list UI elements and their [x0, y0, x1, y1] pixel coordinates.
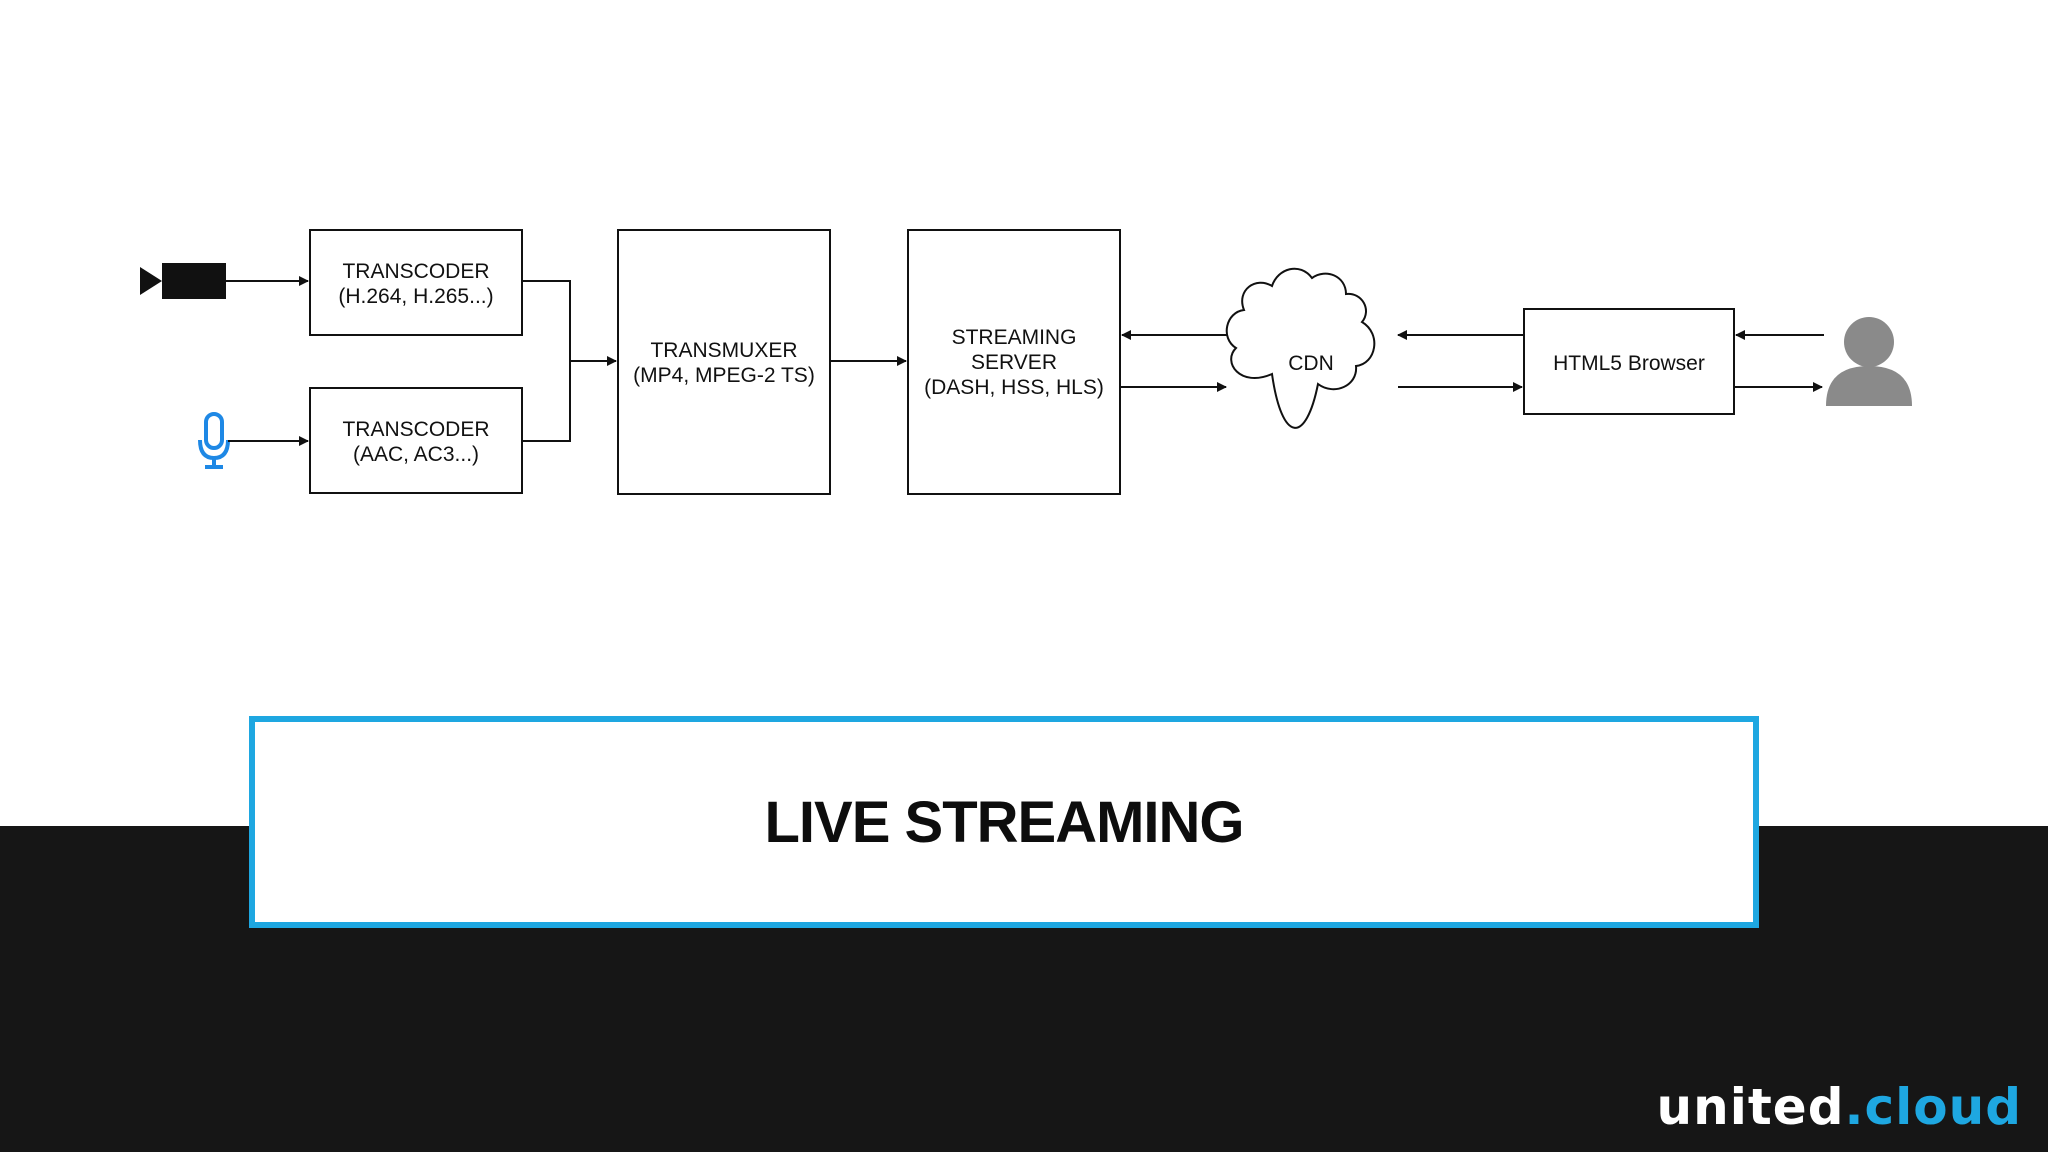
streaming-server-label-2: SERVER: [971, 351, 1057, 374]
transcoder-video-label: TRANSCODER: [342, 260, 489, 283]
browser-label: HTML5 Browser: [1553, 352, 1705, 375]
transcoder-video-codecs: (H.264, H.265...): [338, 285, 493, 308]
transcoder-audio-label: TRANSCODER: [342, 418, 489, 441]
title-box: LIVE STREAMING: [249, 716, 1759, 928]
streaming-flow-diagram: TRANSCODER (H.264, H.265...) TRANSCODER …: [140, 229, 1912, 495]
browser-box: [1523, 308, 1735, 415]
cdn-label: CDN: [1288, 352, 1334, 375]
transcoder-audio-box: [309, 387, 523, 494]
united-cloud-logo: united.cloud: [1657, 1078, 2022, 1136]
video-camera-icon: [140, 263, 226, 299]
transcoders-merge-line: [522, 280, 571, 442]
transcoder-video-box: [309, 229, 523, 336]
transmuxer-box: [617, 229, 831, 495]
slide-title: LIVE STREAMING: [764, 789, 1244, 855]
transmuxer-formats: (MP4, MPEG-2 TS): [633, 364, 815, 387]
transmuxer-label: TRANSMUXER: [650, 339, 797, 362]
streaming-server-protocols: (DASH, HSS, HLS): [924, 376, 1104, 399]
streaming-server-label-1: STREAMING: [952, 326, 1077, 349]
transcoder-audio-codecs: (AAC, AC3...): [353, 443, 479, 466]
cdn-cloud-icon: [1225, 267, 1376, 429]
logo-part-united: united: [1656, 1078, 1845, 1136]
streaming-server-box: [907, 229, 1121, 495]
logo-part-cloud: .cloud: [1844, 1078, 2022, 1136]
microphone-icon: [198, 412, 230, 469]
user-icon: [1826, 317, 1912, 406]
